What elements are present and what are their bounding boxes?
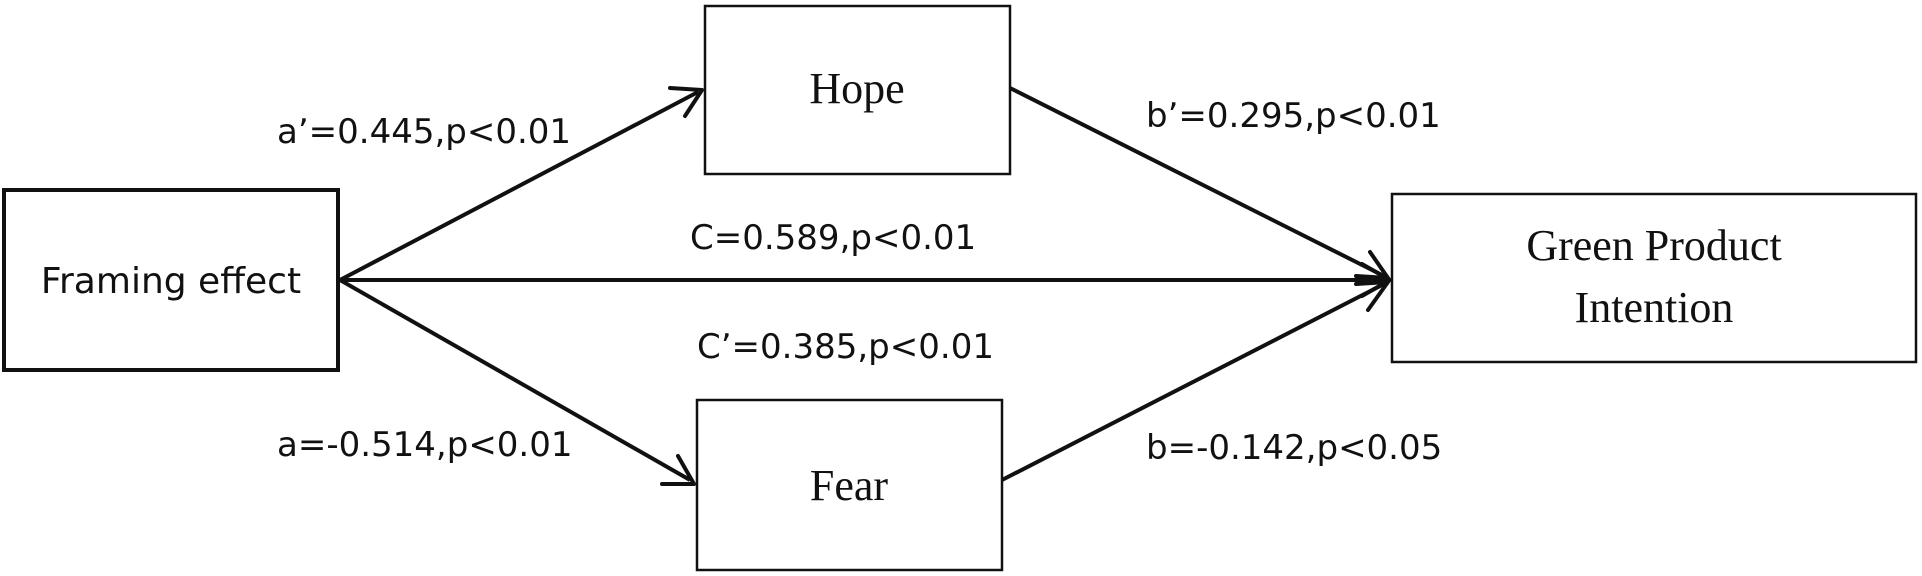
node-framing-effect-label: Framing effect [41,261,301,302]
label-c-prime: C’=0.385,p<0.01 [697,327,994,367]
node-outcome-label-line2: Intention [1575,283,1734,332]
node-fear-label: Fear [810,461,889,510]
arrowhead-fear [660,454,696,486]
label-b: b=-0.142,p<0.05 [1146,428,1442,468]
edge-framing-to-hope [339,90,699,282]
edge-fear-to-outcome [1001,282,1385,482]
label-c-total: C=0.589,p<0.01 [690,218,976,258]
node-outcome-label-line1: Green Product [1526,221,1781,270]
arrowhead-hope [668,86,704,118]
node-hope-label: Hope [809,64,904,113]
node-framing-effect [2,188,340,372]
node-hope [703,4,1012,176]
label-a-prime: a’=0.445,p<0.01 [277,112,571,152]
node-green-product-intention [1390,192,1918,364]
arrowhead-hope-to-outcome [1354,250,1390,280]
edge-framing-to-fear [339,278,691,482]
label-a: a=-0.514,p<0.01 [277,425,573,465]
node-fear [695,398,1004,572]
label-b-prime: b’=0.295,p<0.01 [1146,96,1441,136]
arrowhead-fear-to-outcome [1354,280,1390,312]
edge-hope-to-outcome [1009,86,1385,278]
